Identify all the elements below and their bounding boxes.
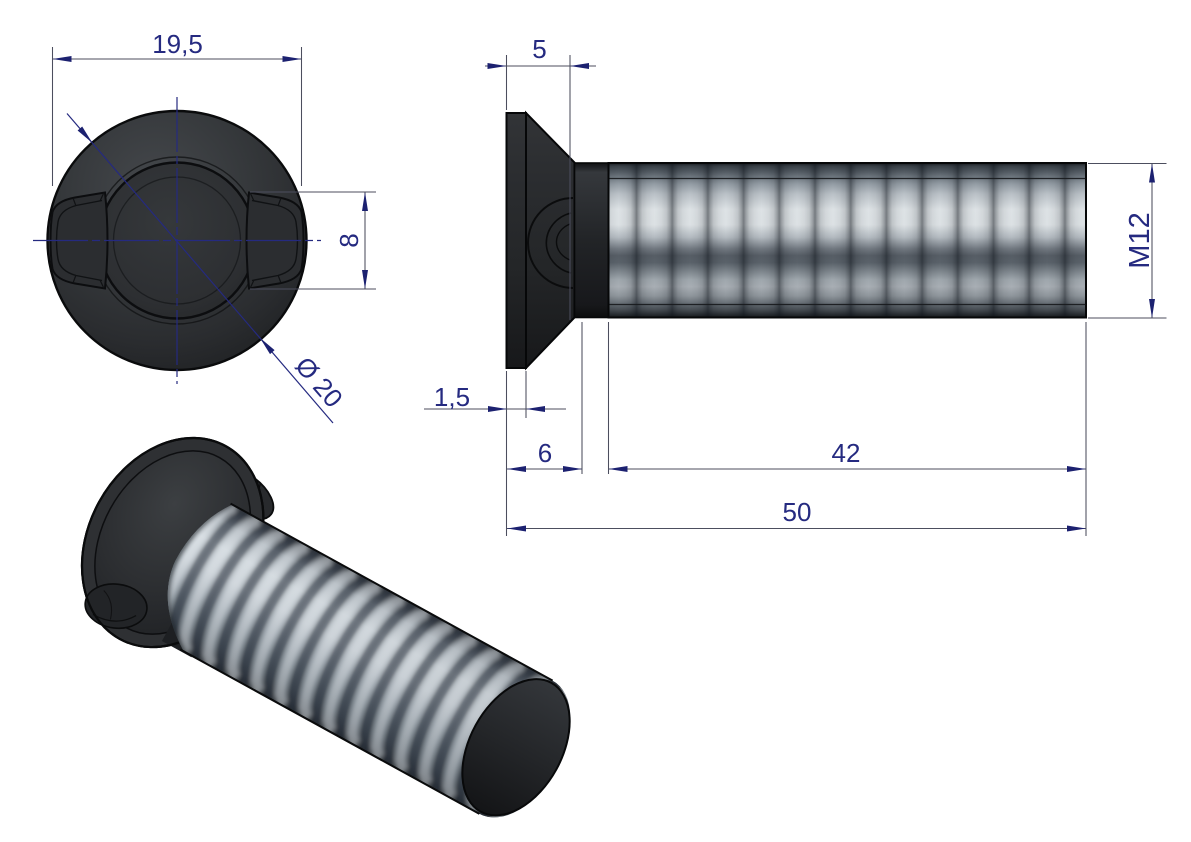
svg-text:8: 8 <box>334 233 364 247</box>
svg-text:M12: M12 <box>1124 212 1156 268</box>
svg-text:19,5: 19,5 <box>152 29 203 59</box>
svg-text:50: 50 <box>783 497 812 527</box>
svg-text:5: 5 <box>532 34 546 64</box>
svg-text:42: 42 <box>832 438 861 468</box>
svg-text:6: 6 <box>538 438 552 468</box>
svg-text:1,5: 1,5 <box>434 382 470 412</box>
